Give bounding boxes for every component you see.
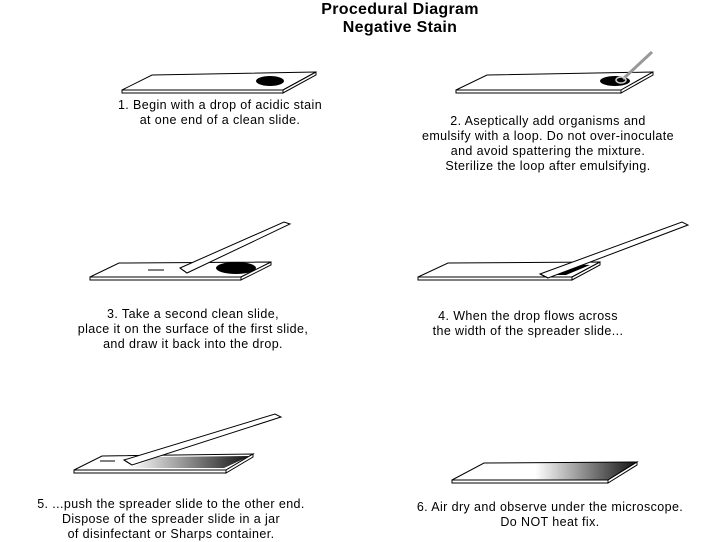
step4-spreader-slide (538, 221, 690, 279)
step3-spreader-slide (178, 221, 292, 274)
step4-caption: 4. When the drop flows across the width … (432, 309, 624, 338)
step2-caption: 2. Aseptically add organisms and emulsif… (421, 114, 675, 173)
step3-caption: 3. Take a second clean slide, place it o… (77, 307, 309, 351)
step1-slide (121, 71, 317, 94)
step5-spreader-slide (122, 413, 283, 466)
step1-caption: 1. Begin with a drop of acidic stain at … (117, 98, 323, 127)
step6-slide (451, 461, 639, 484)
step3-stain-drop (216, 262, 256, 274)
step6-caption: 6. Air dry and observe under the microsc… (416, 500, 684, 529)
inoculating-loop (615, 50, 654, 84)
step5-smear (130, 456, 250, 468)
step1-stain-drop (256, 76, 284, 86)
step2-slide (455, 71, 654, 94)
step5-caption: 5. ...push the spreader slide to the oth… (37, 497, 305, 541)
diagram-subtitle: Negative Stain (342, 19, 458, 36)
diagram-title: Procedural Diagram (321, 1, 479, 18)
